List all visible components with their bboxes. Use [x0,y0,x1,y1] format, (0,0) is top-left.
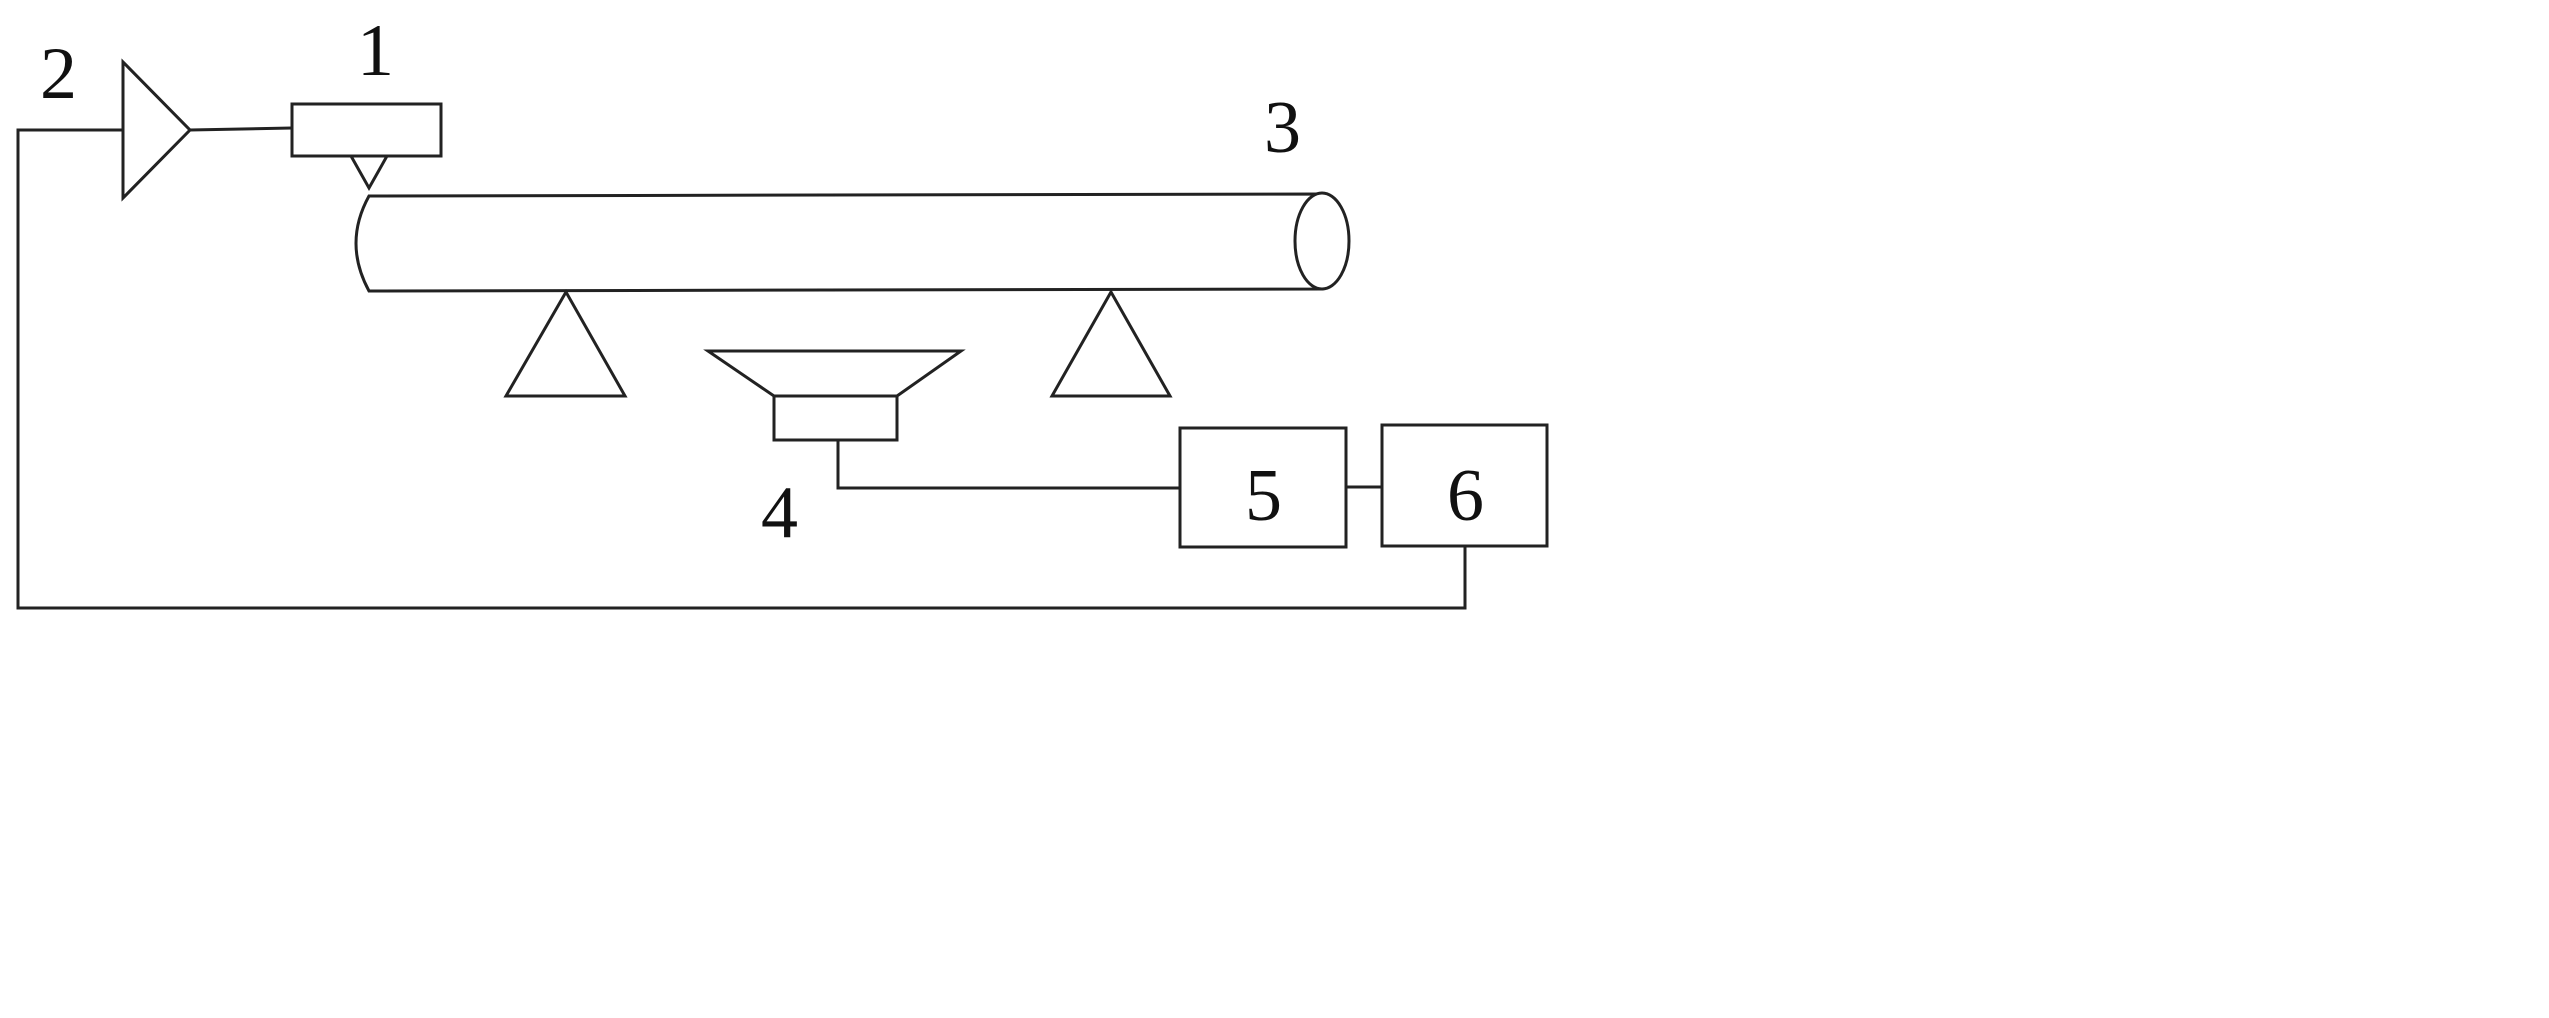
feedback-wire [16,128,1467,610]
horn-flare [703,349,966,398]
label-2: 2 [40,33,77,115]
box-6 [1380,423,1549,548]
label-3: 3 [1264,87,1301,169]
label-4: 4 [761,472,798,554]
schematic-diagram: 1 2 3 4 5 6 [16,10,1549,610]
horn-base [772,394,899,442]
pipe-body [354,192,1324,293]
label-1: 1 [357,10,394,92]
label-6: 6 [1447,455,1484,537]
right-support [1049,288,1173,398]
left-support [503,288,628,398]
label-5: 5 [1245,455,1282,537]
horn-to-box5-wire [836,440,1180,490]
sensor-box [290,102,443,158]
amplifier-to-sensor-wire [189,126,293,132]
sensor-probe-tip [348,154,390,192]
amplifier-triangle [121,58,193,202]
pipe-end [1293,191,1351,291]
